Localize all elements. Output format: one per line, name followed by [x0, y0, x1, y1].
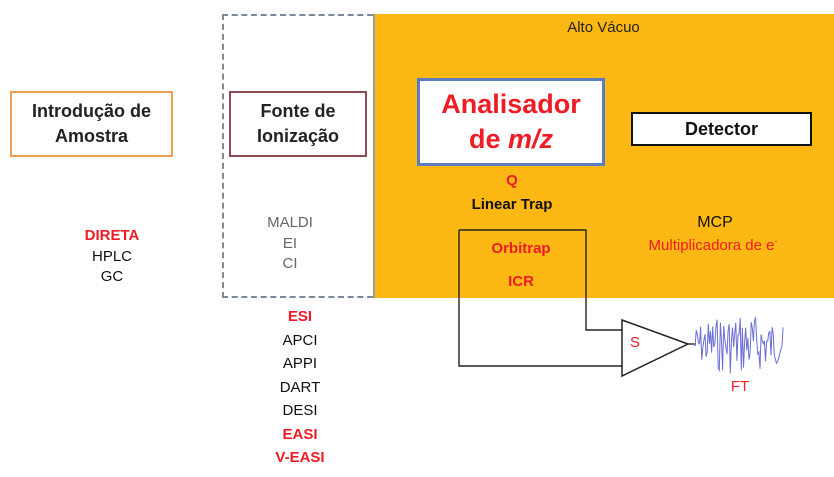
alto-vacuo-label: Alto Vácuo — [567, 19, 640, 36]
introducao-amostra-box: Introdução de Amostra — [10, 91, 173, 157]
amplifier-label: S — [630, 334, 641, 351]
detector-type-mcp: MCP — [697, 214, 733, 231]
source-esi: ESI — [287, 308, 313, 325]
ft-label: FT — [730, 378, 750, 395]
source-maldi: MALDI — [267, 214, 313, 231]
circuit-wire-bottom — [458, 230, 622, 367]
analyzer-type-icr: ICR — [508, 273, 534, 290]
source-dart: DART — [279, 378, 321, 396]
intro-method-gc: GC — [100, 268, 124, 285]
circuit-wire-top — [459, 229, 624, 331]
source-apci: APCI — [282, 331, 318, 349]
source-appi: APPI — [282, 355, 318, 372]
analyzer-type-orbitrap: Orbitrap — [491, 240, 551, 257]
analisador-mz: m/z — [507, 124, 553, 154]
atm-sources-list: ESI APCI APPI DART DESI EASI V-EASI — [250, 305, 350, 470]
analyzer-type-q: Q — [506, 172, 518, 189]
source-easi: EASI — [282, 425, 318, 443]
analisador-prefix: de — [468, 124, 508, 154]
multiplicadora-text: Multiplicadora de e — [648, 237, 775, 254]
intro-methods-list: DIRETA HPLC GC — [52, 226, 172, 288]
source-ci: CI — [282, 255, 298, 272]
detector-type-multiplicadora: Multiplicadora de e- — [603, 236, 823, 254]
source-v-easi: V-EASI — [275, 449, 325, 466]
fonte-line1: Fonte de — [260, 101, 336, 121]
introducao-line1: Introdução de — [31, 101, 151, 121]
detector-box: Detector — [631, 112, 812, 146]
ft-signal-waveform — [693, 316, 784, 374]
analyzer-type-linear-trap: Linear Trap — [471, 196, 553, 213]
source-ei: EI — [282, 234, 298, 252]
intro-method-hplc: HPLC — [91, 247, 132, 265]
fonte-ionizacao-box: Fonte de Ionização — [229, 91, 367, 157]
analisador-line2: de m/z — [441, 122, 581, 157]
source-desi: DESI — [282, 402, 318, 419]
amplifier-triangle — [621, 318, 690, 378]
fonte-line2: Ionização — [256, 126, 340, 146]
ionization-dashed-region — [222, 14, 373, 298]
multiplicadora-superscript: - — [774, 236, 778, 246]
analisador-line1: Analisador — [441, 89, 581, 119]
introducao-line2: Amostra — [54, 126, 128, 146]
analisador-box: Analisador de m/z — [417, 78, 605, 166]
vacuum-sources-list: MALDI EI CI — [240, 213, 340, 275]
intro-method-direta: DIRETA — [84, 227, 140, 244]
